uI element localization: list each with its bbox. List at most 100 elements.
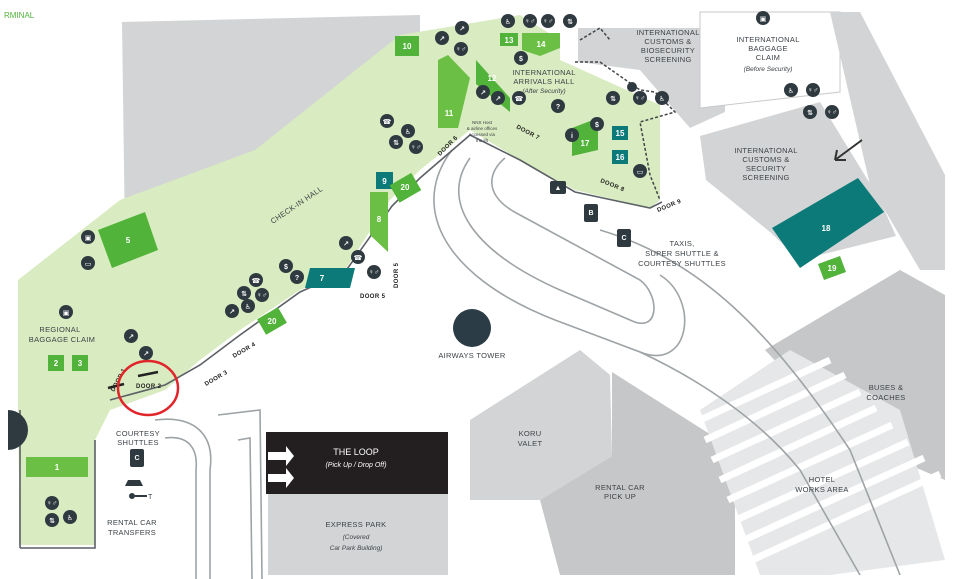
icon-group-arrivals: ↗ ↗ ☎ ♿ ♀♂ ♀♂ ⇅ $ ? i $ ▭ ⇅ ♀♂ xyxy=(476,14,669,178)
baggage-icon-2 xyxy=(756,11,770,25)
zone-1: 1 xyxy=(26,457,88,477)
toilets-icon-8 xyxy=(633,91,647,105)
svg-text:⇅: ⇅ xyxy=(241,290,247,298)
accessible-icon-6 xyxy=(784,83,798,97)
lift-icon-2 xyxy=(389,135,403,149)
key-icon xyxy=(129,493,135,499)
zone-20a-label: 20 xyxy=(401,183,410,192)
zone-10-label: 10 xyxy=(403,42,412,51)
atm-icon-2 xyxy=(633,164,647,178)
accessible-icon-5 xyxy=(655,91,669,105)
nns-note-line-2: & airline offices xyxy=(467,126,498,131)
regional-baggage-line-1: REGIONAL xyxy=(39,325,80,334)
key-glyph: T xyxy=(148,494,153,501)
the-loop-title: THE LOOP xyxy=(333,447,379,457)
svg-text:$: $ xyxy=(284,264,288,271)
svg-text:↗: ↗ xyxy=(495,96,501,103)
zone-17-label: 17 xyxy=(581,139,590,148)
escalator-icon-7 xyxy=(491,91,505,105)
zone-2: 2 xyxy=(48,355,64,371)
zone-12-label: 12 xyxy=(488,74,497,83)
rental-pickup-line-2: PICK UP xyxy=(604,492,636,501)
after-security-label: (After Security) xyxy=(522,88,565,95)
zone-19: 19 xyxy=(818,256,846,280)
express-park[interactable]: EXPRESS PARK (Covered Car Park Building) xyxy=(326,520,387,552)
door-2-label: DOOR 2 xyxy=(136,384,162,390)
svg-text:B: B xyxy=(588,210,593,217)
door-3-label: DOOR 3 xyxy=(204,370,229,388)
svg-text:▲: ▲ xyxy=(555,185,562,192)
svg-text:⇅: ⇅ xyxy=(49,517,55,525)
svg-text:⇅: ⇅ xyxy=(610,95,616,103)
phone-icon-2 xyxy=(351,250,365,264)
regional-baggage-line-2: BAGGAGE CLAIM xyxy=(29,335,95,344)
zone-19-label: 19 xyxy=(828,264,837,273)
svg-text:⇅: ⇅ xyxy=(567,18,573,26)
escalator-icon-5 xyxy=(455,21,469,35)
express-park-title: EXPRESS PARK xyxy=(326,520,387,529)
the-loop[interactable]: THE LOOP (Pick Up / Drop Off) xyxy=(266,432,448,494)
rental-transfers-line-1: RENTAL CAR xyxy=(107,518,157,527)
hotel-line-1: HOTEL xyxy=(809,475,836,484)
svg-text:↗: ↗ xyxy=(343,241,349,248)
svg-text:↗: ↗ xyxy=(143,351,149,358)
phone-icon-4 xyxy=(512,91,526,105)
svg-text:♀♂: ♀♂ xyxy=(635,95,646,102)
bus-icon xyxy=(584,204,598,222)
info-icon-2 xyxy=(551,99,565,113)
escalator-icon-3 xyxy=(339,236,353,250)
intl-baggage-line-2: BAGGAGE xyxy=(748,44,788,53)
atm-icon xyxy=(81,256,95,270)
svg-text:♿: ♿ xyxy=(67,514,73,522)
direction-arrow-icon xyxy=(834,139,863,161)
lift-icon xyxy=(237,286,251,300)
svg-text:$: $ xyxy=(519,56,523,63)
svg-text:C: C xyxy=(621,235,626,242)
left-edge-marker xyxy=(8,410,28,450)
rental-pickup-block xyxy=(540,372,735,575)
accessible-icon-4 xyxy=(501,14,515,28)
zone-7-label: 7 xyxy=(320,274,325,283)
currency-icon-2 xyxy=(514,51,528,65)
zone-9: 9 xyxy=(376,172,393,189)
toilets-icon-10 xyxy=(825,105,839,119)
accessible-icon-3 xyxy=(401,124,415,138)
zone-15-label: 15 xyxy=(616,129,625,138)
before-security-label: (Before Security) xyxy=(744,66,793,73)
zone-16-label: 16 xyxy=(616,153,625,162)
courtesy-shuttles-line-2: SHUTTLES xyxy=(117,438,159,447)
hotel-line-2: WORKS AREA xyxy=(795,485,848,494)
zones: 1 2 3 5 7 8 9 10 xyxy=(26,33,884,477)
terminal-label: RMINAL xyxy=(4,11,35,20)
svg-text:▣: ▣ xyxy=(85,235,92,242)
svg-text:▭: ▭ xyxy=(637,169,644,176)
svg-text:▣: ▣ xyxy=(760,16,767,23)
hotel-works-area xyxy=(700,350,945,575)
express-park-sub-1: (Covered xyxy=(343,534,370,541)
escalator-icon xyxy=(124,329,138,343)
door-5-label: DOOR 5 xyxy=(360,294,386,300)
baby-change-icon xyxy=(45,513,59,527)
zone-14-label: 14 xyxy=(537,40,546,49)
taxis-line-1: TAXIS, xyxy=(670,239,695,248)
intl-customs-sec-line-1: INTERNATIONAL xyxy=(734,146,797,155)
svg-text:↗: ↗ xyxy=(439,36,445,43)
airways-tower-label: AIRWAYS TOWER xyxy=(438,351,506,360)
zone-13: 13 xyxy=(500,33,518,46)
svg-text:i: i xyxy=(571,133,573,140)
baggage-claim-icon xyxy=(59,305,73,319)
nns-note-line-4: the lift xyxy=(476,138,489,143)
zone-16: 16 xyxy=(612,150,628,164)
lift-icon-3 xyxy=(563,14,577,28)
rental-pickup-line-1: RENTAL CAR xyxy=(595,483,645,492)
buses-line-2: COACHES xyxy=(866,393,905,402)
intl-customs-sec-line-3: SECURITY xyxy=(746,164,786,173)
airways-tower-marker xyxy=(453,309,491,347)
info-icon xyxy=(290,270,304,284)
svg-text:♀♂: ♀♂ xyxy=(411,144,422,151)
escalator-icon-4 xyxy=(435,31,449,45)
svg-text:?: ? xyxy=(556,104,560,111)
intl-baggage-line-3: CLAIM xyxy=(756,53,780,62)
intl-customs-bio-line-1: INTERNATIONAL xyxy=(636,28,699,37)
